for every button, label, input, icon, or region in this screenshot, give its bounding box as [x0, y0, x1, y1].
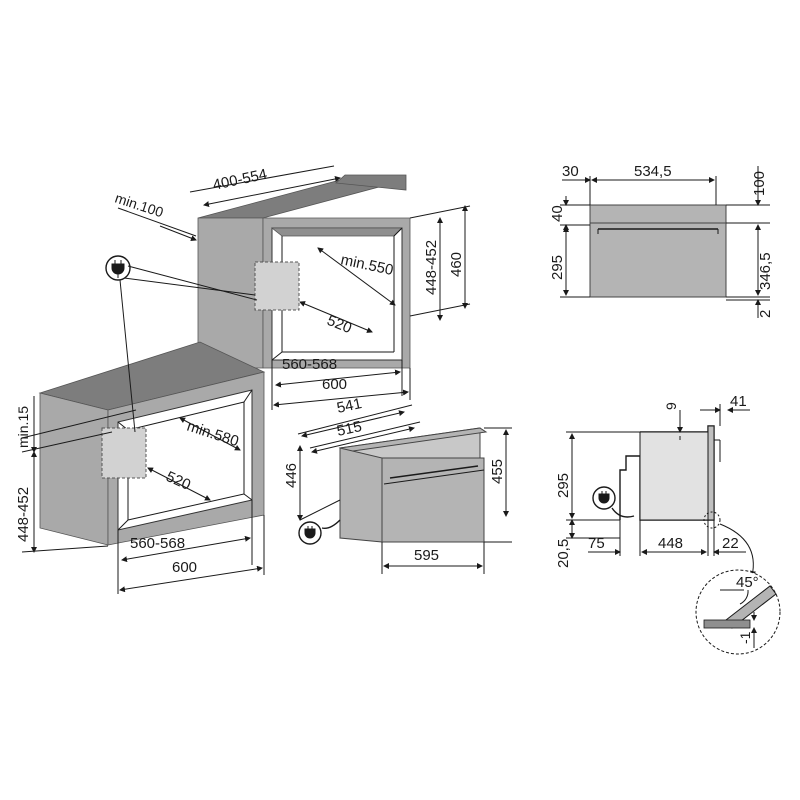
side-power-cable: [611, 507, 635, 518]
socket-callout: [105, 255, 258, 433]
side-view-body-height: 295: [555, 473, 572, 498]
side-view-top-step: 9: [663, 402, 679, 410]
front-view-total-height: 346,5: [757, 252, 774, 290]
detail-shelf: [703, 619, 751, 629]
side-view-base-height: 20,5: [555, 539, 572, 568]
appliance-height-body: 446: [283, 463, 300, 488]
lower-top-gap: min.15: [15, 406, 31, 448]
upper-height-range: 448-452: [423, 240, 440, 295]
appliance-height-front: 455: [489, 459, 506, 484]
lower-cabinet-left-face: [39, 392, 109, 546]
front-view-body-height: 295: [549, 255, 566, 280]
front-view-panel: [589, 204, 727, 224]
door-handle: [389, 465, 479, 479]
detail-view: 45° -1: [695, 569, 781, 655]
front-view-top-clearance: 100: [751, 171, 768, 196]
side-view-door-depth: 41: [730, 393, 747, 410]
lower-height-range: 448-452: [15, 487, 32, 542]
upper-depth-range: 400-554: [211, 166, 268, 194]
lower-width-range: 560-568: [130, 535, 185, 552]
side-view-door: [707, 425, 715, 521]
side-view: 9 41 295 20,5 75 448 22: [555, 393, 757, 577]
appliance-depth-outer: 541: [335, 395, 363, 417]
upper-column-rear-top: [335, 174, 407, 191]
side-view-depth: 448: [658, 535, 683, 552]
front-view-depth: 534,5: [634, 163, 672, 180]
appliance-front: 541 515 446 455 595: [283, 395, 512, 574]
upper-total-height: 460: [448, 252, 465, 277]
lower-width: 600: [172, 559, 197, 576]
power-cable: [321, 519, 341, 530]
front-view: 30 534,5 40 295 100 346,5 2: [549, 163, 774, 318]
appliance-depth-inner: 515: [335, 418, 363, 440]
lower-socket-zone: [101, 427, 147, 479]
detail-gap: -1: [737, 631, 753, 644]
appliance-width: 595: [414, 547, 439, 564]
upper-socket-zone: [254, 261, 300, 311]
front-view-panel-height: 40: [549, 205, 566, 222]
side-view-front-offset: 75: [588, 535, 605, 552]
front-view-offset: 30: [562, 163, 579, 180]
appliance-front-panel: [381, 457, 485, 543]
detail-angle: 45°: [736, 574, 759, 591]
detail-marker: [703, 511, 721, 529]
front-view-base-gap: 2: [757, 310, 774, 318]
side-view-rear-offset: 22: [722, 535, 739, 552]
upper-width-range: 560-568: [282, 356, 337, 373]
upper-width: 600: [322, 376, 347, 393]
lower-niche: min.580 520 min.15 448-452 560-568 600: [15, 341, 266, 594]
